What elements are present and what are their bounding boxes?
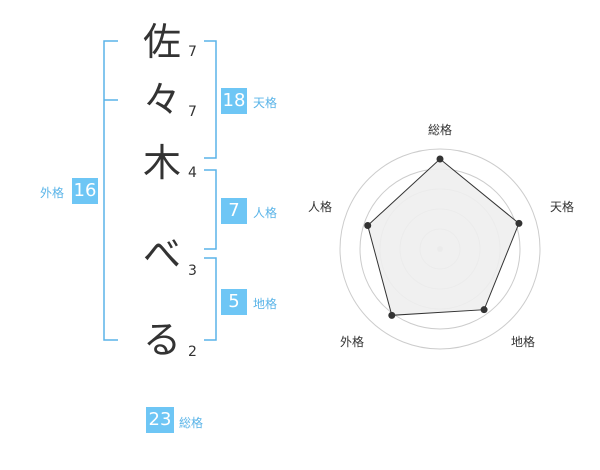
gaikaku-bracket xyxy=(103,40,118,341)
name-char-2: 々 xyxy=(142,78,181,122)
radar-point-4 xyxy=(388,311,396,319)
radar-polygon xyxy=(367,158,520,316)
stroke-count-3: 4 xyxy=(188,165,197,181)
radar-points xyxy=(364,155,523,319)
gaikaku-value: 16 xyxy=(72,178,98,204)
chikaku-bracket xyxy=(204,257,217,341)
stroke-count-4: 3 xyxy=(188,263,197,279)
stroke-count-1: 7 xyxy=(188,44,197,60)
radar-point-2 xyxy=(515,219,523,227)
jinkaku-value: 7 xyxy=(221,198,247,224)
radar-label-tenkaku: 天格 xyxy=(550,200,575,214)
chikaku-label: 地格 xyxy=(253,297,278,311)
jinkaku-bracket xyxy=(204,169,217,250)
tenkaku-value: 18 xyxy=(221,88,247,114)
chikaku-value: 5 xyxy=(221,289,247,315)
stroke-count-5: 2 xyxy=(188,344,197,360)
radar-label-chikaku: 地格 xyxy=(511,335,536,349)
name-char-5: る xyxy=(142,318,181,362)
radar-label-gaikaku: 外格 xyxy=(340,335,365,349)
radar-label-jinkaku: 人格 xyxy=(308,200,333,214)
jinkaku-label: 人格 xyxy=(253,206,278,220)
tenkaku-bracket xyxy=(204,40,217,159)
soukaku-value: 23 xyxy=(146,407,174,433)
name-char-4: べ xyxy=(142,232,181,276)
radar-point-1 xyxy=(436,155,444,163)
stroke-count-2: 7 xyxy=(188,104,197,120)
name-char-1: 佐 xyxy=(142,20,181,64)
tenkaku-label: 天格 xyxy=(253,96,278,110)
name-char-3: 木 xyxy=(142,141,181,185)
radar-point-5 xyxy=(364,222,372,230)
soukaku-label: 総格 xyxy=(179,416,204,430)
radar-label-soukaku: 総格 xyxy=(428,123,453,137)
gaikaku-label: 外格 xyxy=(40,186,65,200)
radar-point-3 xyxy=(480,306,488,314)
